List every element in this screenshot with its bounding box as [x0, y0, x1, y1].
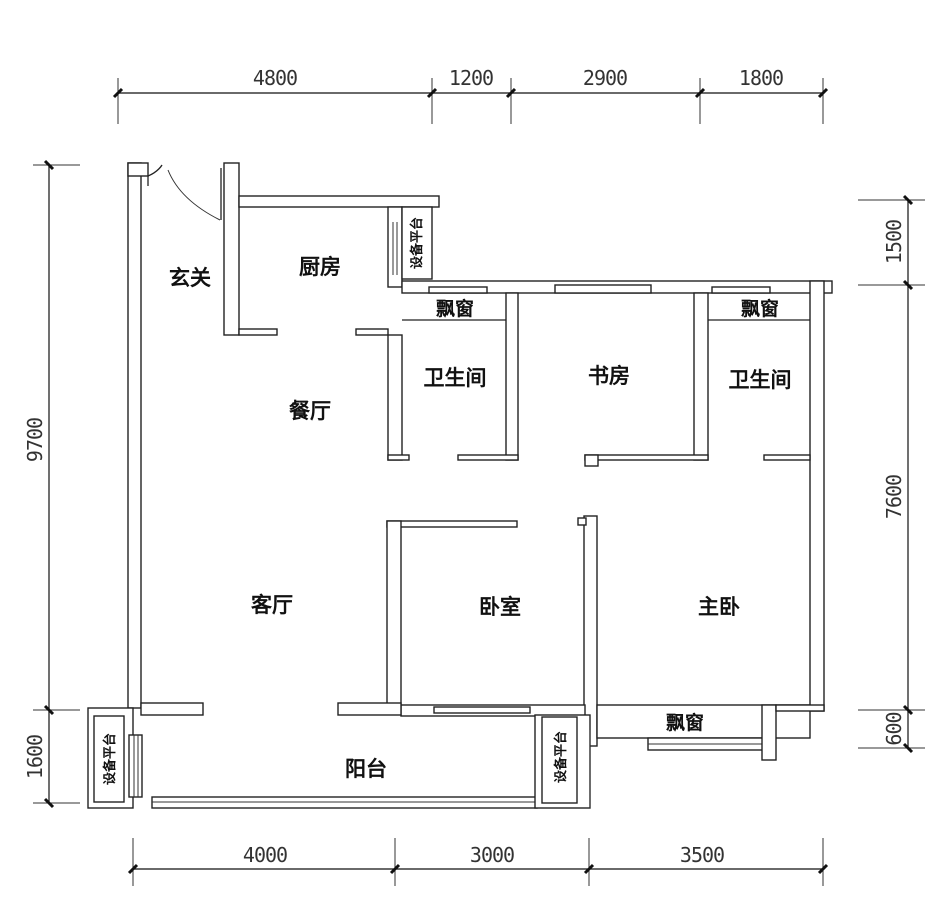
room-labels: 玄关 厨房 餐厅 客厅 卫生间 书房 卫生间 卧室 主卧 阳台 飘窗 飘窗 飘窗…: [102, 217, 792, 785]
dim-right-3: 600: [882, 712, 906, 745]
room-bathroom-left: 卫生间: [424, 366, 487, 390]
dim-left-1: 9700: [23, 418, 47, 462]
dim-bottom-1: 4000: [243, 843, 287, 867]
room-master-bedroom: 主卧: [698, 595, 740, 619]
room-entrance: 玄关: [169, 266, 211, 290]
dim-bottom-3: 3500: [680, 843, 724, 867]
room-study: 书房: [588, 364, 630, 388]
room-dining: 餐厅: [289, 399, 331, 423]
bottom-dimension-chain: 4000 3000 3500: [127, 838, 829, 886]
walls: [87, 162, 833, 809]
left-dimension-chain: 9700 1600: [23, 159, 80, 809]
dim-bottom-2: 3000: [470, 843, 514, 867]
room-kitchen: 厨房: [299, 255, 341, 279]
room-balcony: 阳台: [345, 757, 387, 781]
dim-top-3: 2900: [583, 66, 627, 90]
equipment-platform-right: 设备平台: [553, 731, 569, 783]
dim-top-2: 1200: [449, 66, 493, 90]
top-dimension-chain: 4800 1200 2900 1800: [112, 66, 829, 124]
bay-window-left: 飘窗: [436, 297, 474, 320]
dim-right-1: 1500: [882, 220, 906, 264]
right-dimension-chain: 1500 7600 600: [858, 194, 925, 754]
entrance-door-icon: [147, 164, 221, 221]
bay-window-right: 飘窗: [741, 297, 779, 320]
equipment-platform-kitchen: 设备平台: [409, 217, 425, 269]
dim-top-4: 1800: [739, 66, 783, 90]
room-bathroom-right: 卫生间: [729, 368, 792, 392]
room-bedroom: 卧室: [479, 595, 521, 619]
dim-top-1: 4800: [253, 66, 297, 90]
dim-right-2: 7600: [882, 475, 906, 519]
bay-window-master: 飘窗: [666, 711, 704, 734]
room-living: 客厅: [251, 593, 293, 617]
equipment-platform-left: 设备平台: [102, 733, 118, 785]
dim-left-2: 1600: [23, 735, 47, 779]
